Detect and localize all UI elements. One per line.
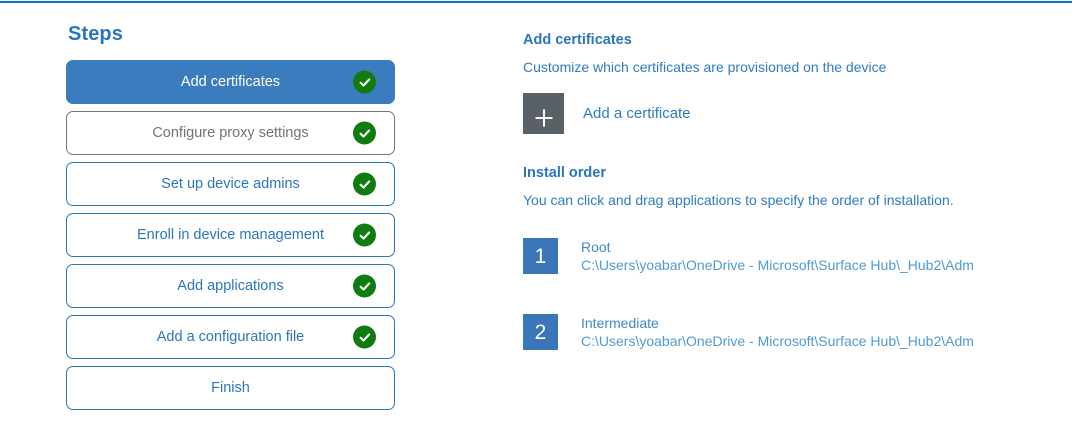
step-button-add-a-configuration-file[interactable]: Add a configuration file (66, 315, 395, 359)
add-a-certificate-label: Add a certificate (583, 104, 691, 122)
check-circle-icon (353, 223, 376, 247)
check-circle-icon (353, 121, 376, 145)
step-button-add-applications[interactable]: Add applications (66, 264, 395, 308)
step-button-configure-proxy-settings[interactable]: Configure proxy settings (66, 111, 395, 155)
order-number-badge: 2 (523, 314, 558, 350)
certificate-name: Intermediate (581, 315, 659, 331)
step-label: Set up device admins (161, 175, 300, 192)
check-circle-icon (353, 70, 376, 94)
steps-title: Steps (68, 23, 123, 45)
install-order-heading: Install order (523, 164, 606, 181)
detail-panel: Add certificates Customize which certifi… (523, 3, 1063, 390)
step-button-add-certificates[interactable]: Add certificates (66, 60, 395, 104)
step-label: Finish (211, 379, 250, 396)
check-circle-icon (353, 325, 376, 349)
check-circle-icon (353, 172, 376, 196)
step-label: Add a configuration file (156, 328, 305, 345)
order-number-badge: 1 (523, 238, 558, 274)
plus-icon[interactable] (523, 92, 564, 134)
add-certificates-subtitle: Customize which certificates are provisi… (523, 58, 887, 75)
certificate-name: Root (581, 239, 611, 255)
step-label: Add certificates (180, 73, 281, 90)
step-label: Enroll in device management (137, 226, 324, 243)
step-label: Add applications (177, 277, 284, 294)
add-certificates-heading: Add certificates (523, 32, 632, 48)
step-label: Configure proxy settings (152, 124, 309, 141)
step-button-set-up-device-admins[interactable]: Set up device admins (66, 162, 395, 206)
check-circle-icon (353, 274, 376, 298)
step-button-finish[interactable]: Finish (66, 366, 395, 410)
certificate-path: C:\Users\yoabar\OneDrive - Microsoft\Sur… (581, 257, 974, 273)
step-button-enroll-in-device-management[interactable]: Enroll in device management (66, 213, 395, 257)
add-a-certificate-button[interactable]: Add a certificate (523, 92, 1063, 134)
top-accent-bar (0, 1, 1072, 3)
install-order-subtitle: You can click and drag applications to s… (523, 192, 954, 208)
certificate-path: C:\Users\yoabar\OneDrive - Microsoft\Sur… (581, 333, 974, 349)
